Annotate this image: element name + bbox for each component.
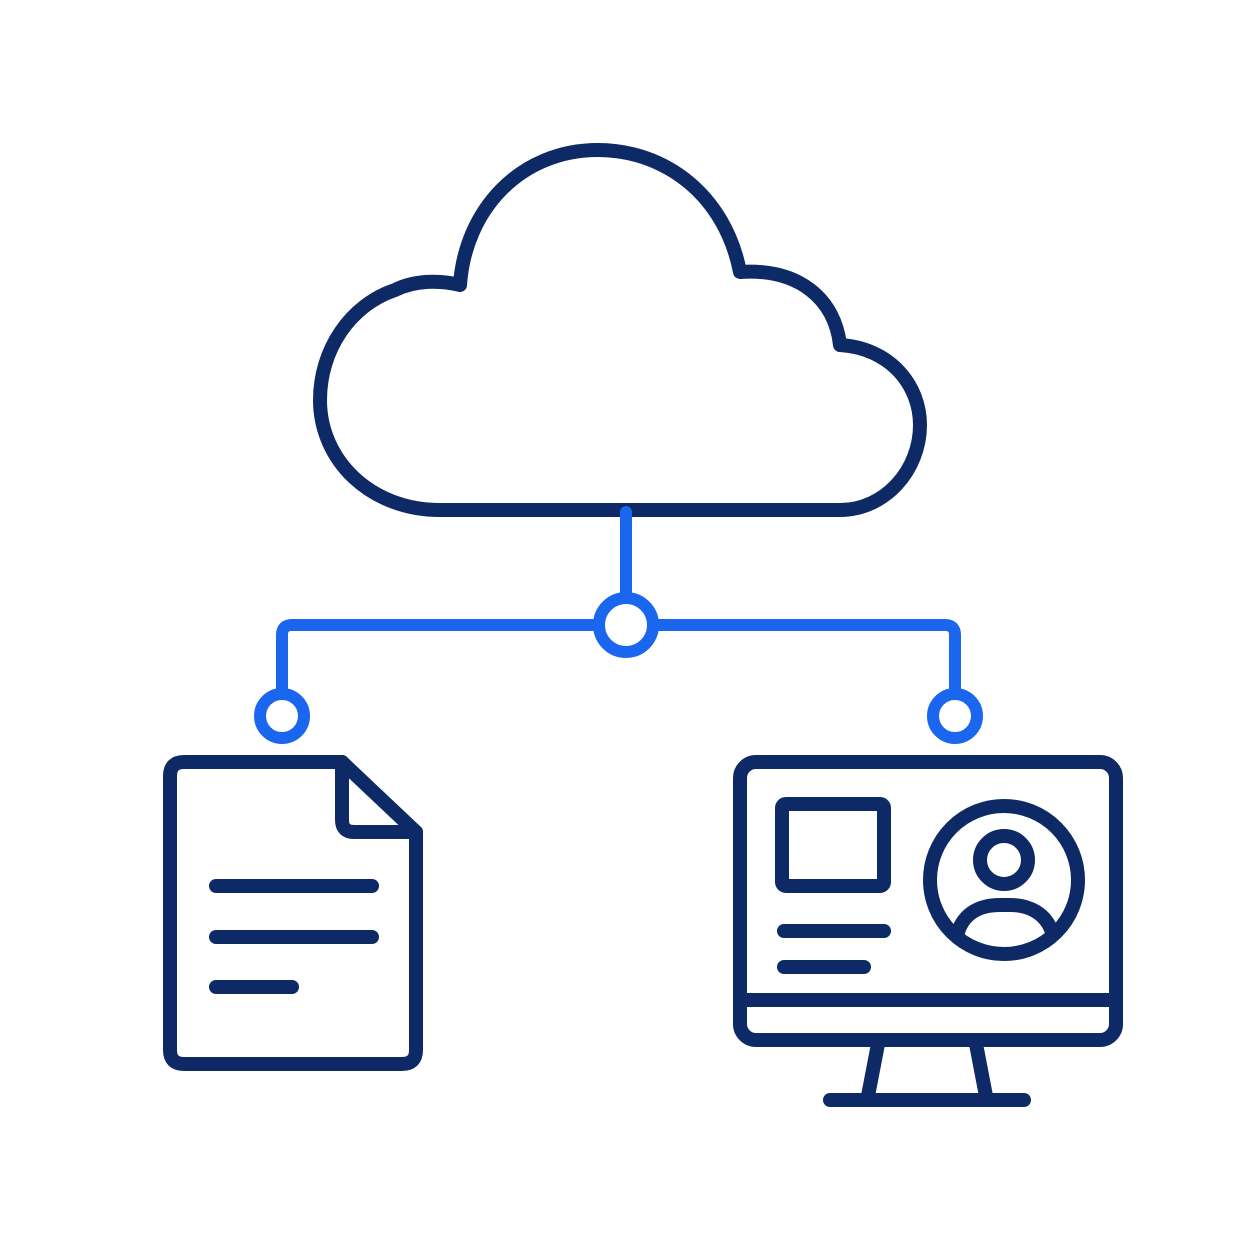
document-outline (163, 755, 423, 1071)
monitor-icon (733, 755, 1123, 1107)
avatar-shoulders (951, 898, 1059, 939)
user-avatar-icon (923, 799, 1085, 961)
image-placeholder-icon (775, 797, 891, 893)
connector-tree (254, 506, 983, 744)
monitor-screen-frame (733, 755, 1123, 1047)
monitor-stand-right (969, 1037, 993, 1103)
left-node (254, 688, 310, 744)
left-branch-line (276, 619, 604, 698)
hub-node (593, 592, 659, 658)
monitor-stand-left (861, 1037, 885, 1103)
document-icon (163, 755, 423, 1071)
avatar-circle (923, 799, 1085, 961)
right-node (927, 688, 983, 744)
right-branch-line (648, 619, 961, 698)
cloud-icon (313, 143, 927, 517)
cloud-outline (313, 143, 927, 517)
avatar-head (973, 829, 1035, 891)
document-fold (335, 755, 423, 839)
